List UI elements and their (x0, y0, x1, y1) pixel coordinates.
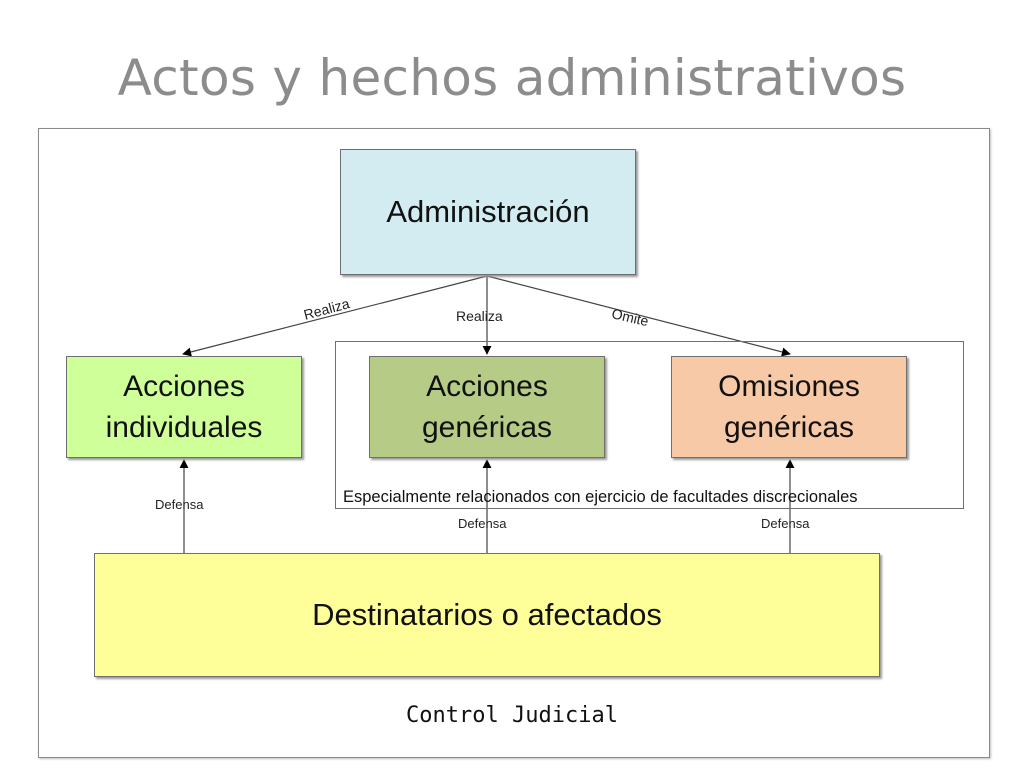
node-omisiones-genericas-line2: genéricas (723, 411, 855, 444)
node-acciones-individuales-line2: individuales (105, 411, 263, 444)
node-destinatarios-label: Destinatarios o afectados (312, 597, 662, 632)
edge-label-defensa-3: Defensa (761, 516, 810, 531)
node-acciones-genericas-line1: Acciones (426, 370, 548, 403)
footer-control-judicial: Control Judicial (406, 703, 618, 728)
discretionary-group-bracket (335, 341, 964, 509)
node-omisiones-genericas-line1: Omisiones (718, 370, 860, 403)
node-administracion: Administración (340, 149, 636, 275)
edge-admin-to-individuales (182, 275, 488, 357)
node-administracion-label: Administración (386, 194, 590, 229)
diagram-frame (38, 128, 990, 758)
node-acciones-individuales-line1: Acciones (123, 370, 245, 403)
edge-label-defensa-1: Defensa (155, 497, 204, 512)
node-omisiones-genericas: Omisiones genéricas (671, 356, 907, 458)
node-acciones-genericas-line2: genéricas (421, 411, 553, 444)
discretionary-note: Especialmente relacionados con ejercicio… (343, 488, 858, 506)
node-acciones-genericas: Acciones genéricas (369, 356, 605, 458)
edge-label-realiza-mid: Realiza (456, 308, 503, 324)
slide-title: Actos y hechos administrativos (117, 49, 907, 107)
node-destinatarios: Destinatarios o afectados (94, 553, 880, 677)
edge-label-defensa-2: Defensa (458, 516, 507, 531)
node-acciones-individuales: Acciones individuales (66, 356, 302, 458)
